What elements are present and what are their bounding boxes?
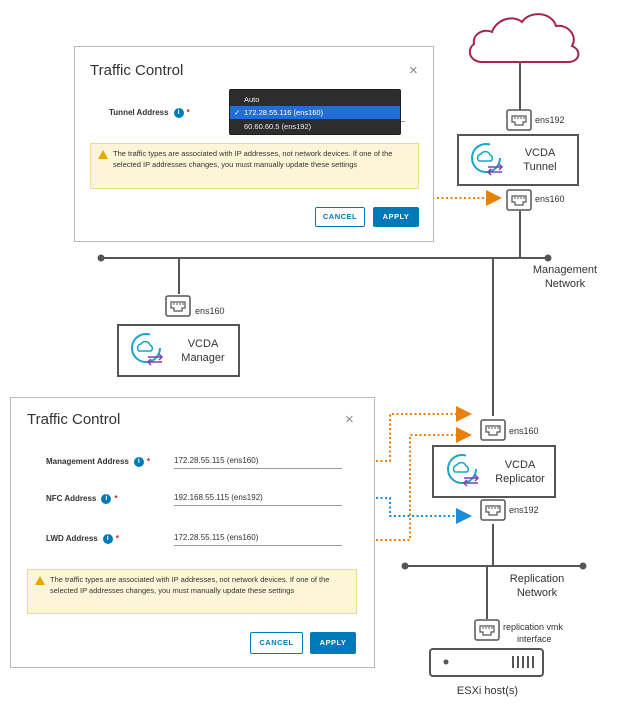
vcda-replicator-box [432,445,556,498]
vcda-manager-line1: VCDA [187,338,219,350]
management-network-line2: Network [544,278,586,290]
dropdown-option-auto[interactable]: Auto [244,95,260,104]
replicator-port-top-label: ens160 [509,426,539,436]
replication-network-line2: Network [516,587,558,599]
management-address-select[interactable]: 172.28.55.115 (ens160) [174,455,342,469]
required-mark: * [115,534,119,544]
lwd-address-label: LWD Address i* [46,534,119,544]
vcda-tunnel-line1: VCDA [524,147,556,159]
management-bus-end-left [97,254,105,262]
nfc-address-select[interactable]: 192.168.55.115 (ens192) [174,492,342,506]
warning-icon [35,576,45,585]
dialog-title: Traffic Control [27,411,121,428]
vcda-replicator-label: VCDA Replicator [484,458,556,486]
dropdown-option-ens192[interactable]: 60.60.60.5 (ens192) [244,122,312,131]
management-network-line1: Management [532,264,598,276]
management-network-label: Management Network [520,263,610,291]
warning-alert: The traffic types are associated with IP… [90,143,419,189]
dialog-title: Traffic Control [90,62,184,79]
nfc-address-link [322,497,472,524]
replication-bus-end-right [579,562,587,570]
required-mark: * [114,494,118,504]
info-icon[interactable]: i [133,457,144,467]
tunnel-port-bottom-icon [506,189,532,211]
info-icon[interactable]: i [101,494,112,504]
nfc-address-label: NFC Address i* [46,494,118,504]
tunnel-address-label-text: Tunnel Address [109,108,169,118]
tunnel-address-label: Tunnel Address i* [109,108,190,118]
info-icon[interactable]: i [173,108,184,118]
esxi-port-label-line1: replication vmk [503,622,564,632]
replicator-port-top-icon [480,419,506,441]
vcda-manager-label: VCDA Manager [168,337,238,365]
lwd-address-link [322,427,472,541]
close-icon[interactable]: × [409,62,418,79]
replication-network-label: Replication Network [492,572,582,600]
vcda-replicator-line1: VCDA [504,459,536,471]
warning-alert: The traffic types are associated with IP… [27,569,357,614]
tunnel-port-top-label: ens192 [535,115,565,125]
vcda-manager-line2: Manager [181,352,225,364]
info-icon[interactable]: i [102,534,113,544]
warning-text: The traffic types are associated with IP… [113,149,393,169]
vcda-tunnel-label: VCDA Tunnel [510,146,570,174]
traffic-control-dialog-tunnel: Traffic Control × Tunnel Address i* Auto … [74,46,434,242]
management-bus-end-right [544,254,552,262]
nfc-address-label-text: NFC Address [46,494,97,504]
apply-button[interactable]: APPLY [310,632,356,654]
esxi-drive-bays-icon [512,656,534,668]
cloud-icon [468,13,580,63]
tunnel-port-top-icon [506,109,532,131]
required-mark: * [186,108,190,118]
vcda-manager-box [117,324,240,377]
manager-port-label: ens160 [195,306,225,316]
vcda-replicator-line2: Replicator [495,473,545,485]
dropdown-option-selected[interactable]: ✓172.28.55.116 (ens160) [230,106,400,119]
vcda-tunnel-line2: Tunnel [523,161,557,173]
cancel-button[interactable]: CANCEL [250,632,303,654]
management-address-label-text: Management Address [46,457,129,467]
esxi-power-led [443,659,449,665]
replication-network-line1: Replication [509,573,565,585]
required-mark: * [146,457,150,467]
check-icon: ✓ [234,108,241,117]
tunnel-address-dropdown[interactable]: Auto ✓172.28.55.116 (ens160) 60.60.60.5 … [229,89,401,135]
replicator-port-bottom-label: ens192 [509,505,539,515]
replication-bus-end-left [401,562,409,570]
dropdown-option-selected-text: 172.28.55.116 (ens160) [244,108,324,117]
tunnel-port-bottom-label: ens160 [535,194,565,204]
esxi-port-label-line2: interface [517,634,552,644]
replicator-port-bottom-icon [480,499,506,521]
manager-port-icon [165,295,191,317]
apply-button[interactable]: APPLY [373,207,419,227]
lwd-address-select[interactable]: 172.28.55.115 (ens160) [174,532,342,546]
esxi-host-label: ESXi host(s) [456,685,519,697]
management-address-label: Management Address i* [46,457,150,467]
lwd-address-label-text: LWD Address [46,534,98,544]
warning-text: The traffic types are associated with IP… [50,575,330,595]
close-icon[interactable]: × [345,411,354,428]
warning-icon [98,150,108,159]
esxi-port-label: replication vmk interface [503,621,563,645]
esxi-port-icon [474,619,500,641]
management-address-link [322,406,472,462]
cancel-button[interactable]: CANCEL [315,207,365,227]
esxi-host-box [429,648,544,677]
